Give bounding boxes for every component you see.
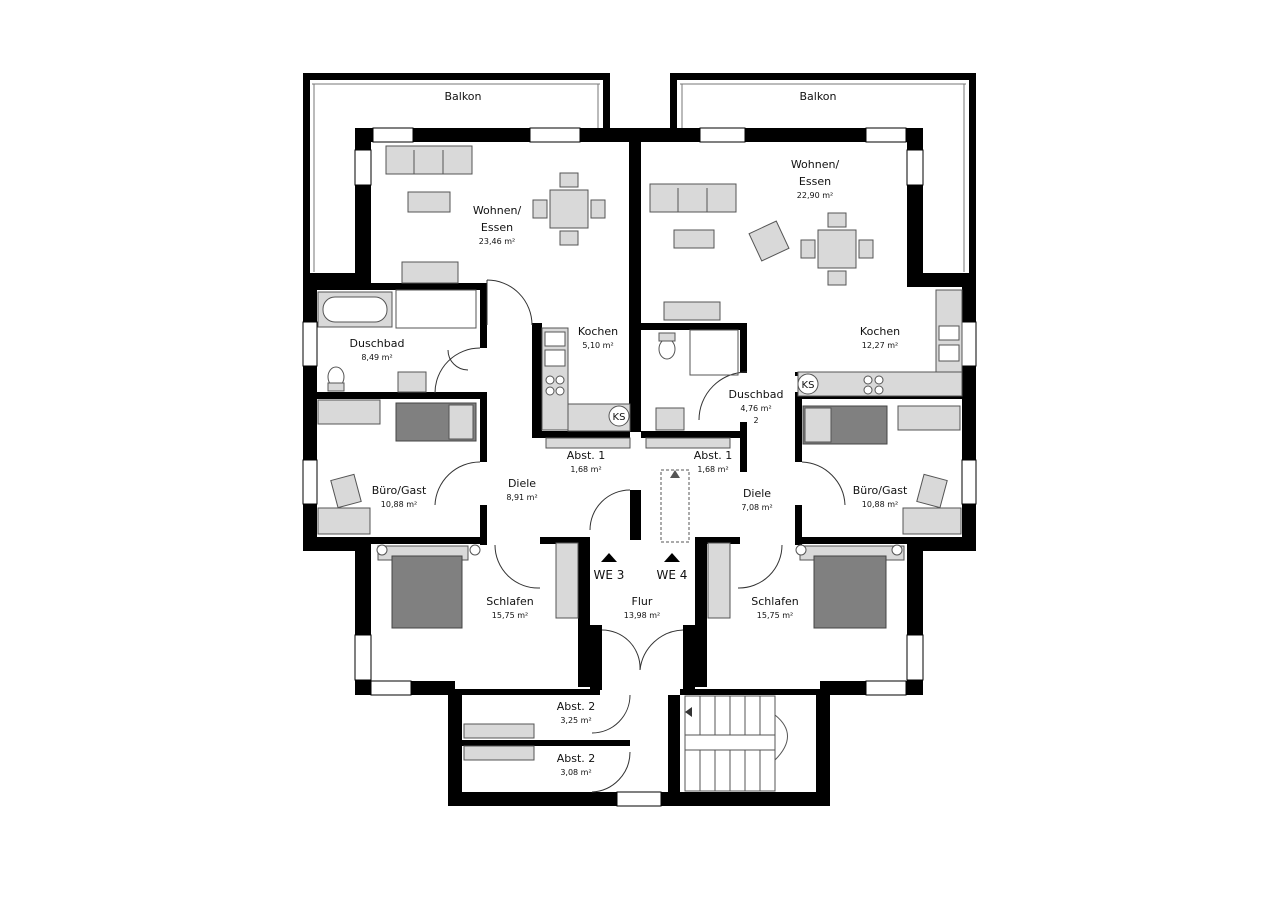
label-abst2-top: Abst. 2: [557, 700, 596, 713]
label-abst2-bottom-area: 3,08 m²: [560, 768, 591, 777]
entrance-arrow-we3-icon: [601, 553, 617, 562]
stair-arrow-icon: [685, 707, 692, 717]
label-flur: Flur: [632, 595, 653, 608]
label-kochen-right-area: 12,27 m²: [862, 341, 898, 350]
label-wohnen-left-area: 23,46 m²: [479, 237, 515, 246]
label-ks-left: KS: [613, 412, 626, 423]
label-wohnen-left-line2: Essen: [481, 221, 513, 234]
label-schlafen-left-area: 15,75 m²: [492, 611, 528, 620]
label-ks-right: KS: [802, 380, 815, 391]
label-duschbad-left-area: 8,49 m²: [361, 353, 392, 362]
label-flur-area: 13,98 m²: [624, 611, 660, 620]
label-balkon-left: Balkon: [444, 90, 481, 103]
label-schlafen-right-area: 15,75 m²: [757, 611, 793, 620]
label-schlafen-left: Schlafen: [486, 595, 533, 608]
label-buero-right: Büro/Gast: [853, 484, 908, 497]
staircase: [660, 469, 788, 792]
label-wohnen-right-line2: Essen: [799, 175, 831, 188]
room-labels: Balkon Balkon Wohnen/ Essen 23,46 m² Woh…: [350, 90, 908, 777]
balcony-left: [303, 73, 610, 275]
label-we4: WE 4: [657, 568, 688, 582]
label-abst2-top-area: 3,25 m²: [560, 716, 591, 725]
label-duschbad-left: Duschbad: [350, 337, 405, 350]
label-wohnen-right-line1: Wohnen/: [791, 158, 840, 171]
label-abst2-bottom: Abst. 2: [557, 752, 596, 765]
label-kochen-right: Kochen: [860, 325, 900, 338]
label-abst1-right: Abst. 1: [694, 449, 733, 462]
furniture-right: [645, 183, 963, 629]
label-kochen-left: Kochen: [578, 325, 618, 338]
label-buero-left-area: 10,88 m²: [381, 500, 417, 509]
label-schlafen-right: Schlafen: [751, 595, 798, 608]
label-buero-left: Büro/Gast: [372, 484, 427, 497]
boiler-ks-left-icon: [608, 405, 630, 427]
interior-walls: [317, 142, 962, 795]
label-diele-left: Diele: [508, 477, 536, 490]
label-duschbad-right: Duschbad: [729, 388, 784, 401]
furniture-left: [317, 145, 631, 761]
label-buero-right-area: 10,88 m²: [862, 500, 898, 509]
label-abst1-left: Abst. 1: [567, 449, 606, 462]
label-abst1-right-area: 1,68 m²: [697, 465, 728, 474]
entrance-arrow-we4-icon: [664, 553, 680, 562]
label-abst1-left-area: 1,68 m²: [570, 465, 601, 474]
label-diele-right: Diele: [743, 487, 771, 500]
boiler-ks-right-icon: [797, 373, 819, 395]
label-we3: WE 3: [594, 568, 625, 582]
doors: [434, 279, 846, 793]
label-kochen-left-area: 5,10 m²: [582, 341, 613, 350]
label-diele-right-area: 7,08 m²: [741, 503, 772, 512]
windows: [302, 127, 977, 807]
balcony-right: [670, 73, 976, 275]
label-duschbad-right-area: 4,76 m²: [740, 404, 771, 413]
label-wohnen-left-line1: Wohnen/: [473, 204, 522, 217]
label-diele-left-area: 8,91 m²: [506, 493, 537, 502]
label-duschbad-right-extra: 2: [753, 416, 758, 425]
label-balkon-right: Balkon: [799, 90, 836, 103]
label-wohnen-right-area: 22,90 m²: [797, 191, 833, 200]
